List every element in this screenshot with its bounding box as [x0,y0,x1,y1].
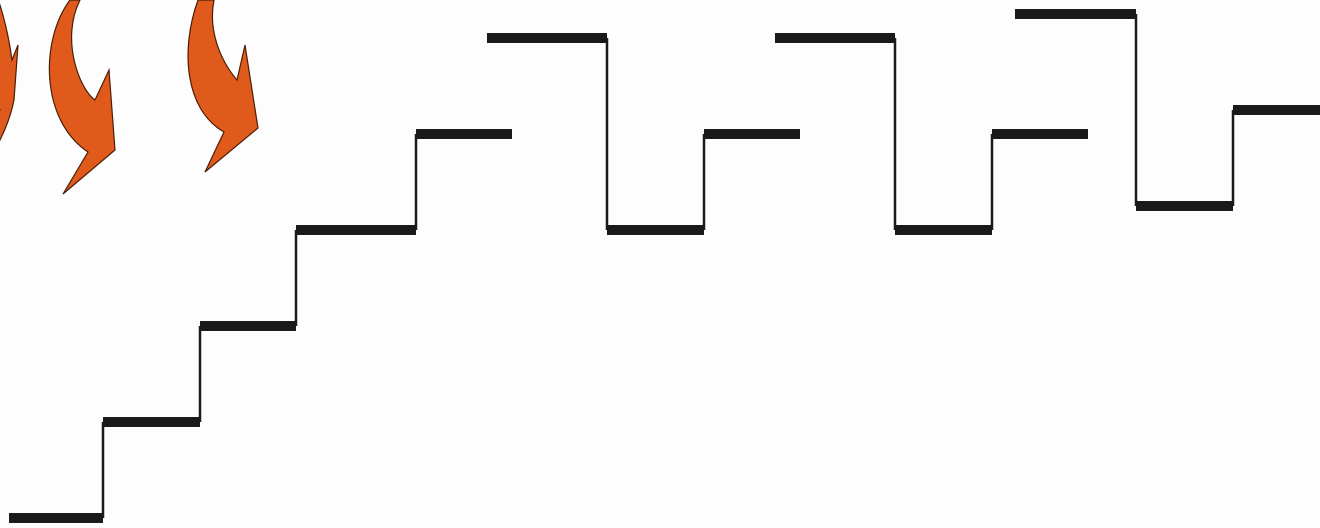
tread [992,129,1088,139]
tread [9,513,103,523]
tread [1015,9,1136,19]
tread [1233,105,1320,115]
tread [704,129,800,139]
tread [487,33,607,43]
tread [296,225,416,235]
tread [607,225,704,235]
tread [895,225,992,235]
tread [200,321,296,331]
tread [1136,201,1233,211]
tread [775,33,895,43]
tread [103,417,200,427]
tread [416,129,512,139]
